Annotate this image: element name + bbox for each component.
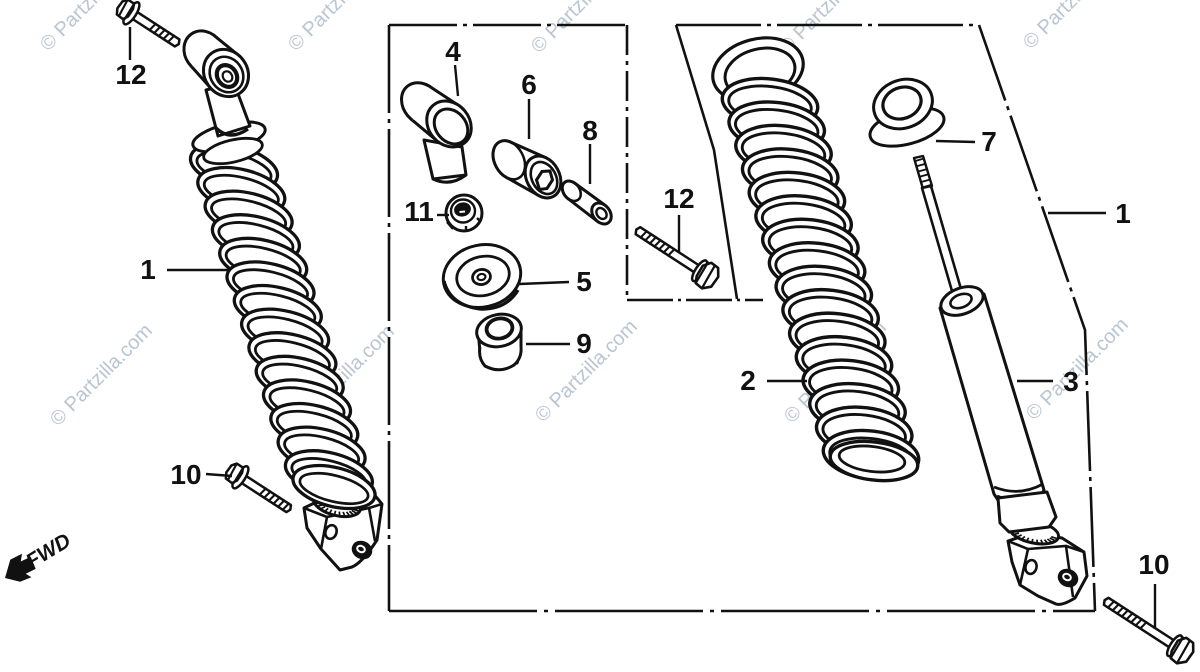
svg-text:6: 6 (521, 69, 537, 100)
svg-text:11: 11 (404, 196, 434, 227)
svg-text:9: 9 (576, 328, 592, 359)
svg-text:4: 4 (445, 36, 461, 67)
svg-text:12: 12 (663, 183, 694, 214)
svg-text:2: 2 (740, 365, 756, 396)
svg-text:3: 3 (1063, 366, 1079, 397)
svg-text:1: 1 (1115, 198, 1131, 229)
svg-text:1: 1 (140, 254, 156, 285)
svg-text:10: 10 (1138, 549, 1169, 580)
svg-text:© Partzilla.com: © Partzilla.com (46, 320, 157, 431)
svg-text:© Partzilla.com: © Partzilla.com (1019, 0, 1130, 54)
svg-text:© Partzilla.com: © Partzilla.com (527, 0, 638, 58)
svg-text:10: 10 (170, 459, 201, 490)
svg-text:12: 12 (115, 59, 146, 90)
svg-text:5: 5 (576, 266, 592, 297)
svg-text:© Partzilla.com: © Partzilla.com (284, 0, 395, 56)
svg-text:8: 8 (582, 115, 598, 146)
svg-text:7: 7 (981, 126, 997, 157)
svg-text:FWD: FWD (22, 529, 75, 573)
